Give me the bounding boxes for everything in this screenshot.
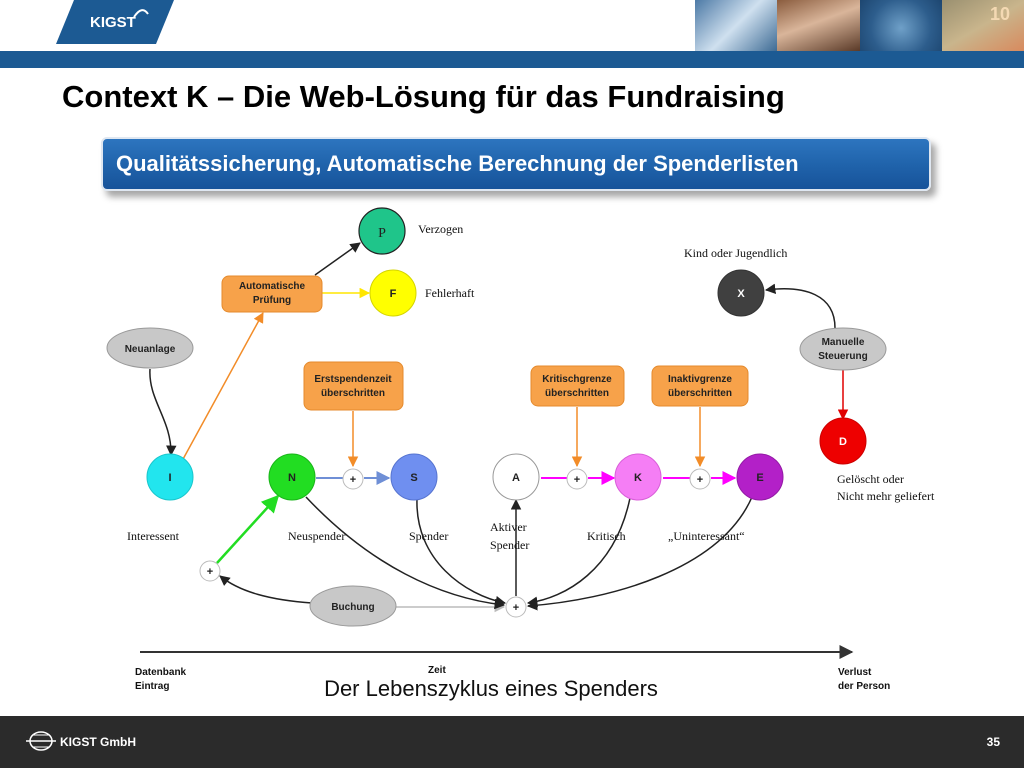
node-p: P [358, 207, 406, 255]
label-geloescht-line1: Gelöscht oder [837, 472, 904, 486]
node-x: X [717, 269, 765, 317]
node-k-letter: K [634, 472, 642, 484]
timeline-start-line2: Eintrag [135, 681, 169, 692]
arrow-plus-to-n [216, 494, 280, 564]
plus-node-left: + [199, 560, 221, 582]
plus-node-merge-label: + [513, 602, 519, 614]
lifecycle-diagram: Automatische Prüfung Neuanlage Erstspend… [106, 207, 935, 701]
label-verzogen: Verzogen [418, 222, 463, 236]
header-blue-bar [0, 51, 1024, 68]
box-buchung: Buchung [309, 585, 397, 627]
arrow-i-to-auto-check [181, 312, 264, 462]
box-automatic-check: Automatische Prüfung [221, 275, 323, 313]
plus-node-1-label: + [350, 474, 356, 486]
photo-badge: 10 [989, 4, 1010, 24]
photo-water-ripple [859, 0, 942, 51]
node-i: I [146, 453, 194, 501]
node-x-letter: X [737, 288, 745, 300]
label-spender: Spender [409, 529, 448, 543]
label-aktiver-line1: Aktiver [490, 520, 527, 534]
box-erstspendenzeit: Erstspendenzeit überschritten [303, 361, 404, 411]
node-i-letter: I [168, 472, 171, 484]
node-p-letter: P [378, 226, 386, 241]
node-k: K [614, 453, 662, 501]
photo-buildings [695, 0, 778, 51]
box-automatic-check-line1: Automatische [239, 281, 306, 292]
plus-node-left-label: + [207, 566, 213, 578]
node-d-letter: D [839, 436, 847, 448]
label-aktiver-line2: Spender [490, 538, 529, 552]
arrow-buchung-to-plus-left [219, 575, 313, 604]
kigst-logo: KIGST [56, 0, 174, 44]
plus-node-1: + [342, 468, 364, 490]
timeline-middle-label: Zeit [428, 665, 446, 676]
label-kritisch: Kritisch [587, 529, 626, 543]
arrow-k-to-plus4 [526, 497, 631, 607]
arrow-n-to-plus4 [305, 496, 506, 610]
box-erstspendenzeit-line1: Erstspendenzeit [314, 374, 392, 385]
footer-company: KIGST GmbH [60, 735, 137, 749]
photo-hands [777, 0, 860, 51]
box-inaktivgrenze-line2: überschritten [668, 388, 732, 399]
box-inaktivgrenze: Inaktivgrenze überschritten [651, 365, 749, 407]
box-neuanlage-label: Neuanlage [125, 344, 176, 355]
node-f-letter: F [390, 288, 397, 300]
node-s: S [390, 453, 438, 501]
timeline-end-line1: Verlust [838, 667, 872, 678]
header-photo-strip: 10 [695, 0, 1024, 51]
box-inaktivgrenze-line1: Inaktivgrenze [668, 374, 732, 385]
node-n-letter: N [288, 472, 296, 484]
diagram-caption: Der Lebenszyklus eines Spenders [324, 676, 658, 701]
plus-node-2-label: + [574, 474, 580, 486]
box-kritischgrenze-line2: überschritten [545, 388, 609, 399]
plus-node-3: + [689, 468, 711, 490]
node-d: D [819, 417, 867, 465]
node-s-letter: S [410, 472, 417, 484]
box-kritischgrenze-line1: Kritischgrenze [542, 374, 612, 385]
page-title: Context K – Die Web-Lösung für das Fundr… [62, 79, 785, 114]
label-kind-jugendlich: Kind oder Jugendlich [684, 246, 787, 260]
box-manuelle-steuerung: Manuelle Steuerung [799, 327, 887, 371]
photo-money: 10 [941, 0, 1024, 51]
label-neuspender: Neuspender [288, 529, 345, 543]
plus-node-merge: + [505, 596, 527, 618]
label-uninteressant: „Uninteressant“ [668, 529, 745, 543]
plus-node-3-label: + [697, 474, 703, 486]
node-a-letter: A [512, 472, 520, 484]
label-geloescht-line2: Nicht mehr geliefert [837, 489, 935, 503]
box-automatic-check-line2: Prüfung [253, 295, 291, 306]
node-n: N [268, 453, 316, 501]
arrow-manuelle-to-x [764, 283, 836, 329]
timeline-start-line1: Datenbank [135, 667, 187, 678]
box-manuelle-line2: Steuerung [818, 351, 867, 362]
page-number: 35 [986, 735, 1000, 749]
node-e-letter: E [756, 472, 763, 484]
arrow-s-to-plus4 [416, 498, 507, 607]
box-kritischgrenze: Kritischgrenze überschritten [530, 365, 625, 407]
arrow-auto-check-to-p [314, 242, 361, 276]
footer-logo-icon [26, 731, 56, 751]
arrow-neuanlage-to-i [149, 368, 177, 457]
slide-footer [0, 716, 1024, 768]
box-buchung-label: Buchung [331, 602, 374, 613]
logo-text: KIGST [90, 14, 136, 31]
box-neuanlage: Neuanlage [106, 327, 194, 369]
node-a: A [492, 453, 540, 501]
connectors [149, 242, 849, 613]
label-fehlerhaft: Fehlerhaft [425, 286, 475, 300]
subtitle-banner: Qualitätssicherung, Automatische Berechn… [101, 137, 931, 191]
label-interessent: Interessent [127, 529, 180, 543]
plus-node-2: + [566, 468, 588, 490]
node-e: E [736, 453, 784, 501]
box-erstspendenzeit-line2: überschritten [321, 388, 385, 399]
box-manuelle-line1: Manuelle [822, 337, 865, 348]
timeline-end-line2: der Person [838, 681, 890, 692]
node-f: F [369, 269, 417, 317]
arrow-e-to-plus4 [526, 496, 753, 611]
